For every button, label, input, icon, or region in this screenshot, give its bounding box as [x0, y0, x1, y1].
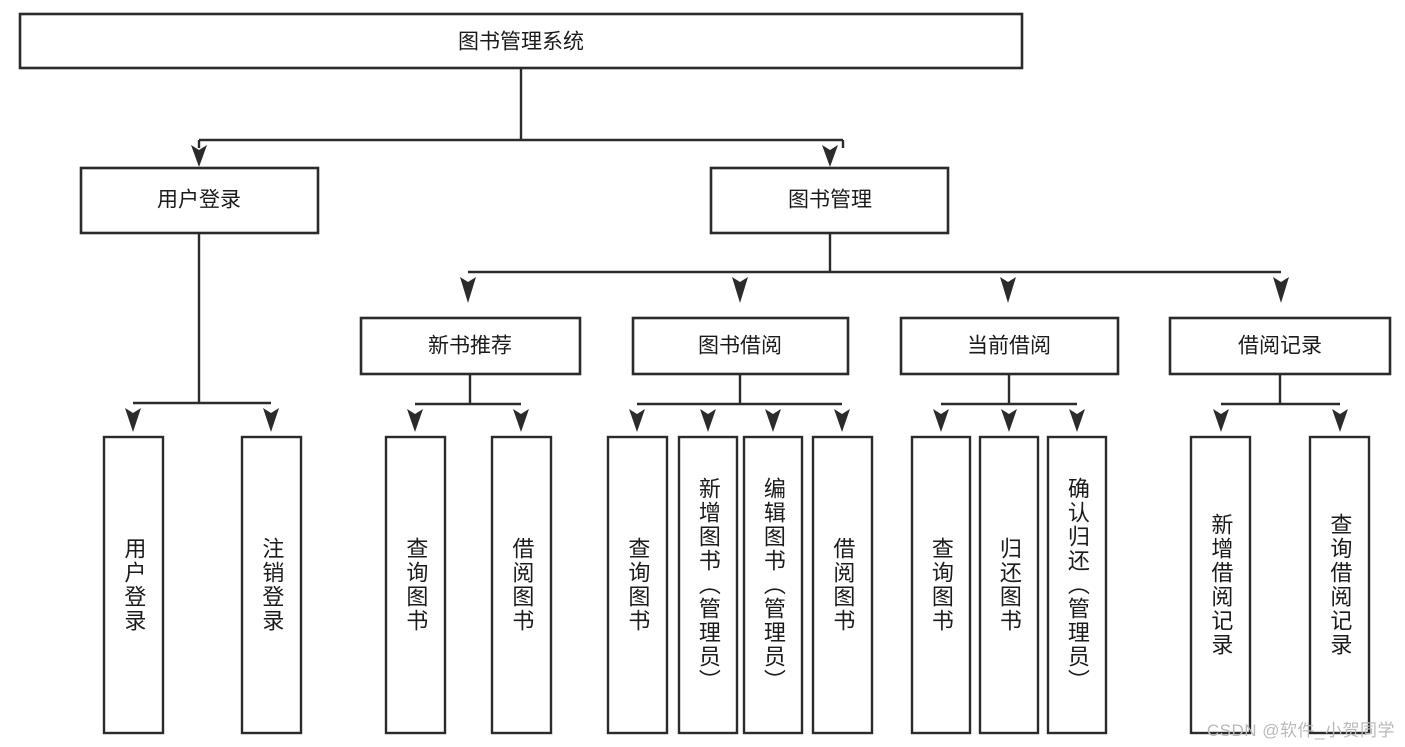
connector-bookborrow-to-leaves [629, 374, 850, 432]
node-user-login[interactable]: 用户登录 [79, 166, 320, 235]
leaf-box-user-login[interactable] [102, 435, 165, 735]
node-user-login-label: 用户登录 [157, 189, 241, 212]
node-new-book-recommend[interactable]: 新书推荐 [359, 316, 582, 376]
csdn-watermark: CSDN @软件_小贺同学 [1206, 721, 1395, 740]
node-book-borrow[interactable]: 图书借阅 [631, 316, 850, 376]
leaf-box-query-book-2[interactable] [606, 435, 669, 735]
leaf-box-query-record[interactable] [1308, 435, 1371, 735]
connector-root-to-level2 [191, 68, 845, 167]
leaf-box-return-book[interactable] [978, 435, 1040, 735]
node-new-book-recommend-label: 新书推荐 [428, 335, 512, 358]
leaf-box-borrow-book-1[interactable] [490, 435, 553, 735]
node-book-management[interactable]: 图书管理 [709, 166, 950, 235]
connector-currentborrow-to-leaves [933, 374, 1085, 432]
node-book-management-label: 图书管理 [788, 189, 872, 212]
leaf-box-borrow-book-2[interactable] [811, 435, 874, 735]
leaf-boxes [102, 435, 1371, 735]
node-borrow-record-label: 借阅记录 [1238, 335, 1322, 358]
node-current-borrow-label: 当前借阅 [967, 335, 1051, 358]
leaf-box-add-record[interactable] [1189, 435, 1252, 735]
connector-userlogin-to-leaves [125, 233, 279, 432]
leaf-box-add-book[interactable] [677, 435, 739, 735]
leaf-box-confirm-return[interactable] [1046, 435, 1108, 735]
connector-newbook-to-leaves [407, 374, 529, 432]
leaf-box-edit-book[interactable] [742, 435, 804, 735]
node-book-borrow-label: 图书借阅 [698, 335, 782, 358]
connector-bookmgmt-to-level3 [460, 233, 1289, 303]
leaf-box-query-book-1[interactable] [384, 435, 447, 735]
connector-borrowrecord-to-leaves [1213, 374, 1348, 432]
leaf-box-query-book-3[interactable] [910, 435, 972, 735]
leaf-box-logout-login[interactable] [240, 435, 303, 735]
node-root-label: 图书管理系统 [458, 31, 584, 54]
node-root[interactable]: 图书管理系统 [18, 12, 1024, 70]
node-current-borrow[interactable]: 当前借阅 [899, 316, 1120, 376]
node-borrow-record[interactable]: 借阅记录 [1168, 316, 1392, 376]
